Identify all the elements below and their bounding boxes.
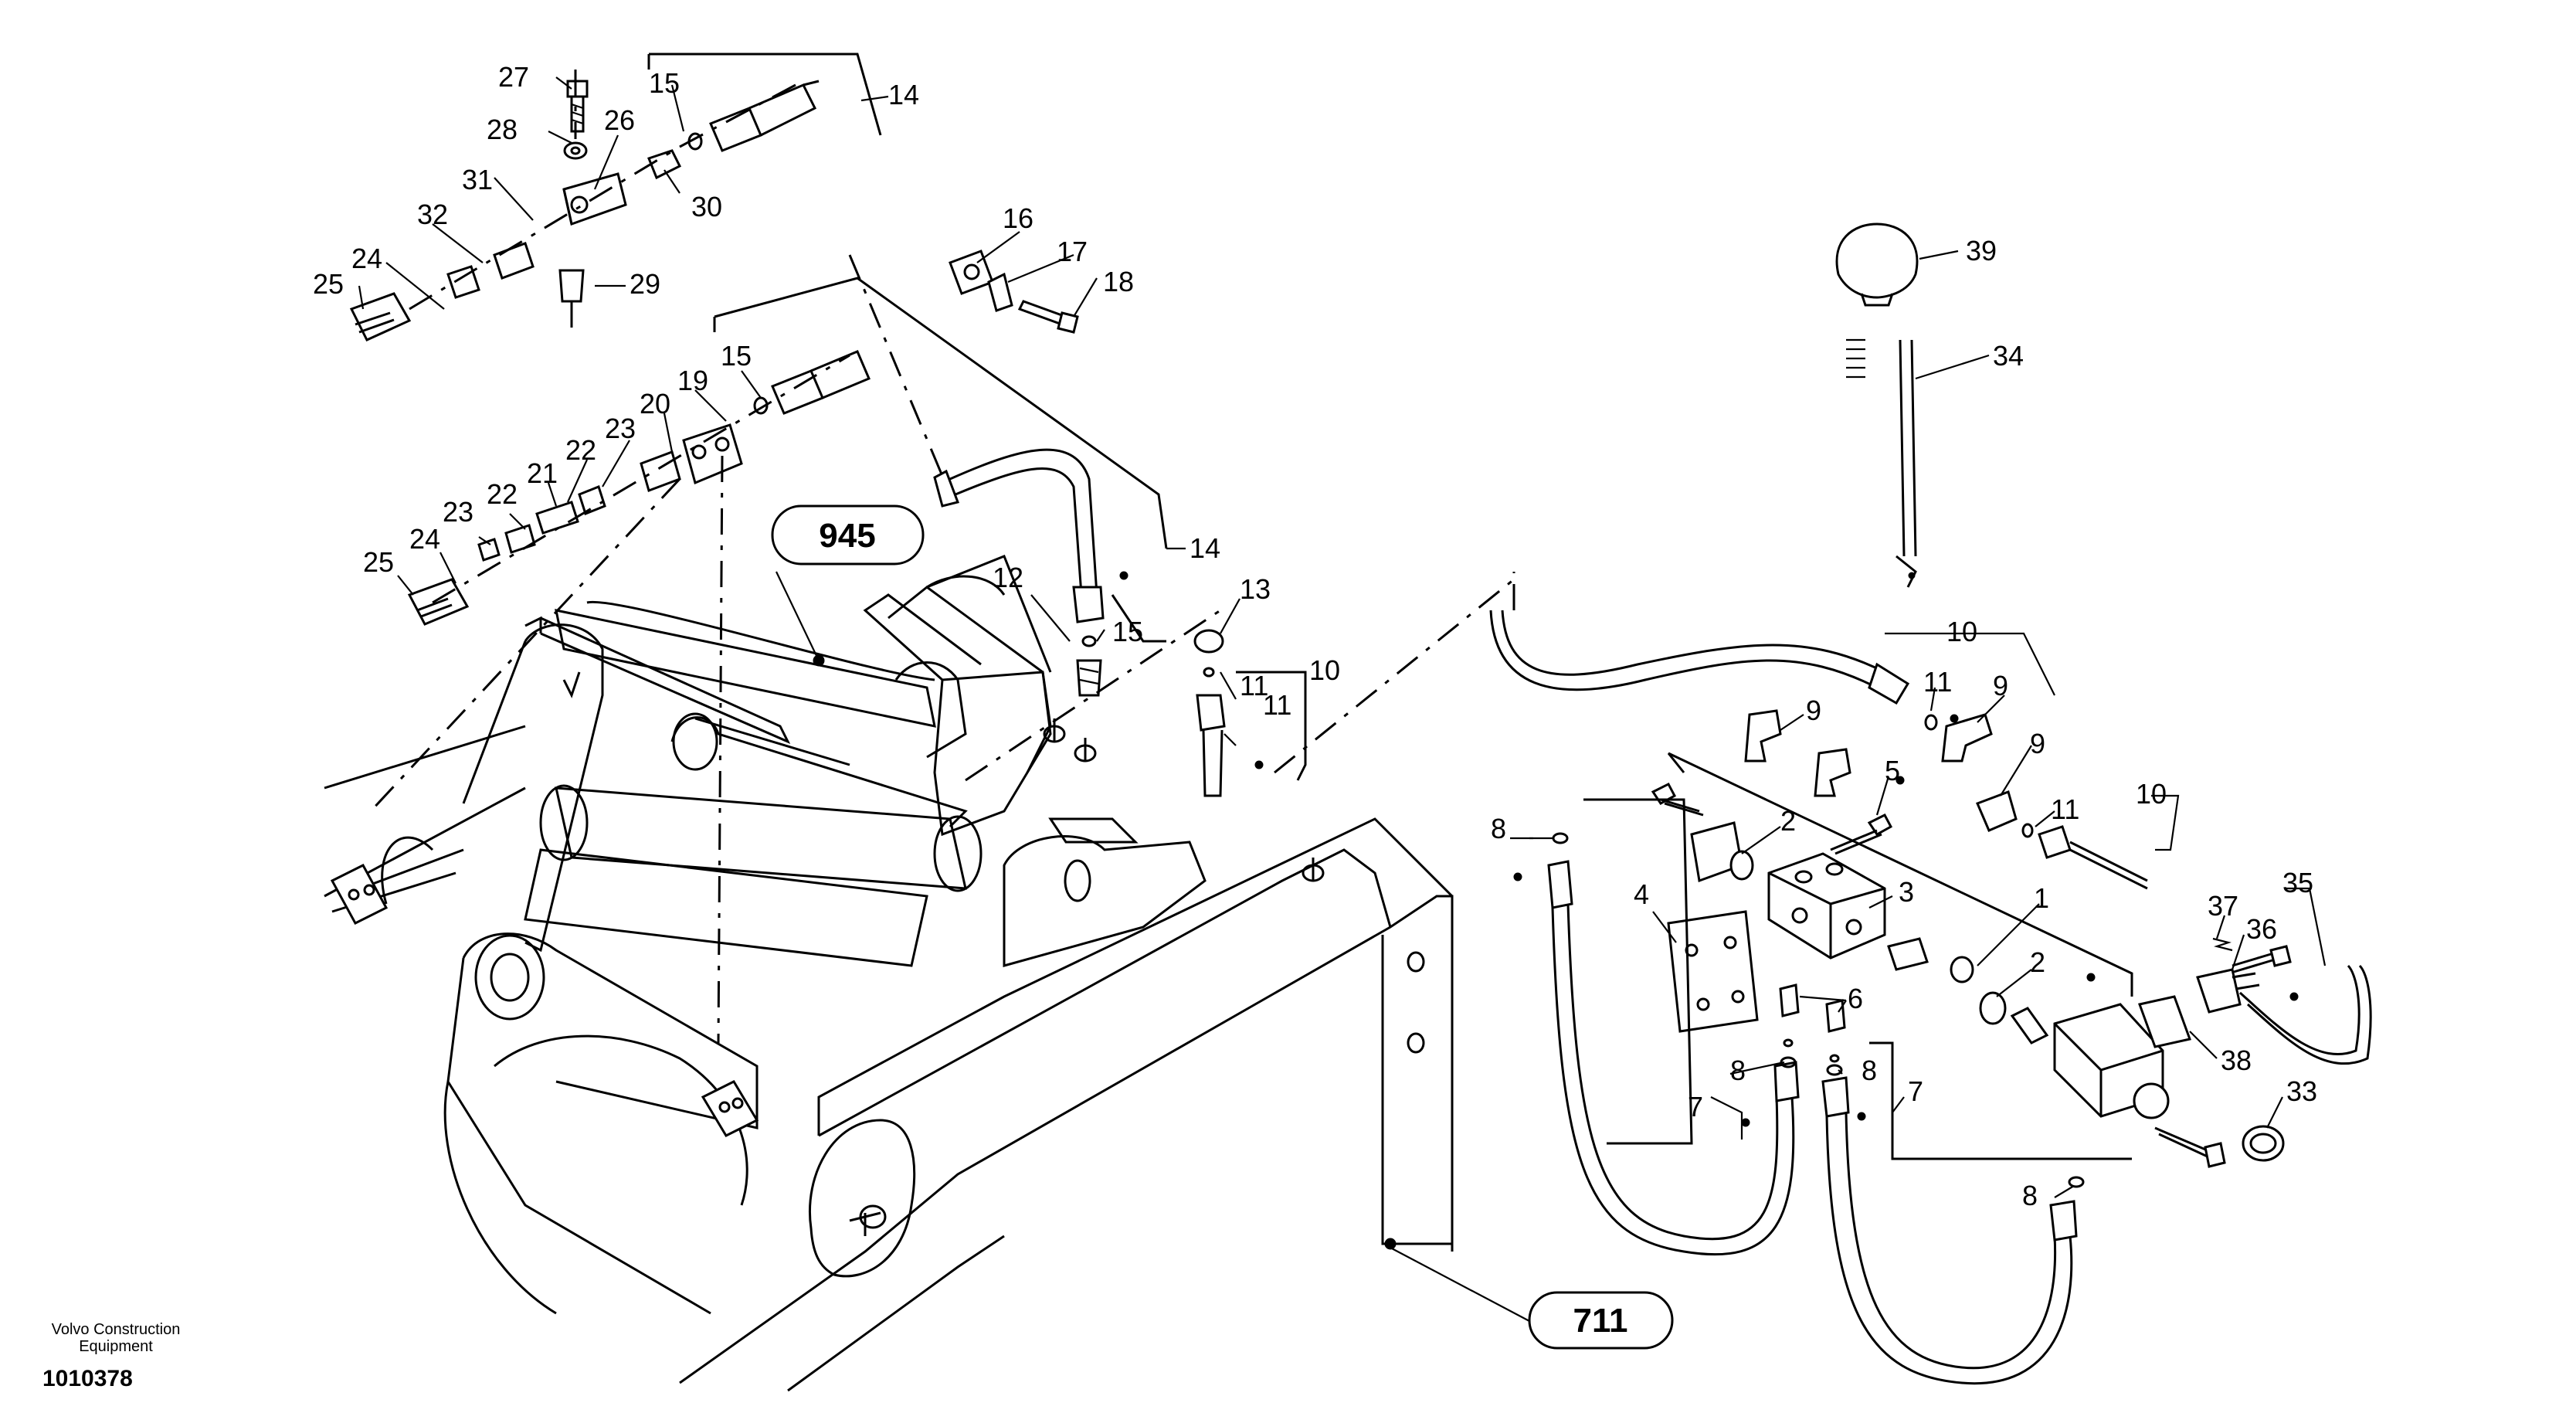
middle-fitting-assembly (369, 254, 1168, 1044)
callout-29: 29 (630, 268, 660, 300)
callout-5: 5 (1885, 755, 1900, 786)
callout-26: 26 (604, 104, 635, 136)
callout-9: 9 (1806, 695, 1821, 726)
figure-number: 1010378 (42, 1366, 133, 1391)
callout-34: 34 (1993, 340, 2024, 372)
callout-36: 36 (2246, 913, 2277, 945)
callout-16: 16 (1003, 202, 1033, 234)
reference-badge-945: 945 (771, 504, 925, 667)
callout-10: 10 (1309, 654, 1340, 686)
callout-6: 6 (1848, 983, 1863, 1014)
callout-23: 23 (443, 496, 473, 528)
callout-37: 37 (2208, 890, 2238, 922)
callout-33: 33 (2286, 1075, 2317, 1107)
callout-25: 25 (363, 546, 394, 578)
callout-9: 9 (2030, 728, 2045, 759)
callout-19: 19 (677, 365, 708, 396)
callout-8: 8 (2022, 1180, 2038, 1211)
reference-945-label: 945 (819, 517, 875, 555)
callout-23: 23 (605, 413, 636, 444)
callout-20: 20 (640, 388, 670, 419)
callout-11: 11 (1240, 670, 1268, 701)
callout-17: 17 (1057, 236, 1088, 267)
callout-13: 13 (1240, 573, 1271, 605)
callout-24: 24 (409, 523, 440, 555)
callout-14: 14 (888, 79, 919, 110)
company-name: Volvo Construction Equipment (23, 1321, 209, 1355)
callout-27: 27 (498, 61, 529, 93)
callout-7: 7 (1688, 1091, 1703, 1123)
company-name-line-2: Equipment (79, 1338, 153, 1355)
reference-badge-711: 711 (1384, 1238, 1674, 1350)
callout-15: 15 (1112, 616, 1143, 647)
callout-15: 15 (721, 340, 752, 372)
callout-3: 3 (1899, 876, 1914, 908)
callout-12: 12 (993, 562, 1023, 593)
callout-8: 8 (1730, 1055, 1746, 1086)
callout-4: 4 (1634, 878, 1649, 910)
callout-39: 39 (1966, 235, 1997, 267)
callout-7: 7 (1908, 1075, 1923, 1107)
callout-labels: 27 15 14 28 26 31 30 32 24 25 29 16 17 1… (313, 61, 2317, 1211)
callout-28: 28 (487, 114, 518, 145)
company-name-line-1: Volvo Construction (51, 1321, 181, 1338)
callout-10: 10 (2136, 778, 2167, 810)
callout-18: 18 (1103, 266, 1134, 297)
callout-2: 2 (1780, 805, 1796, 837)
leader-lines (358, 76, 2327, 1322)
callout-15: 15 (649, 67, 680, 99)
callout-25: 25 (313, 268, 344, 300)
callout-8: 8 (1862, 1055, 1877, 1086)
callout-9: 9 (1993, 670, 2008, 701)
reference-711-label: 711 (1573, 1302, 1628, 1340)
callout-30: 30 (691, 191, 722, 222)
callout-14: 14 (1190, 532, 1220, 564)
callout-11: 11 (1263, 689, 1291, 721)
valve-assembly (1489, 222, 2372, 1385)
loader-frame-drawing (324, 555, 1454, 1392)
clamp-parts-16-17-18 (949, 250, 1079, 334)
callout-11: 11 (2051, 793, 2079, 825)
callout-10: 10 (1946, 616, 1977, 647)
callout-24: 24 (351, 243, 382, 274)
callout-35: 35 (2282, 867, 2313, 898)
callout-8: 8 (1491, 813, 1506, 844)
callout-22: 22 (487, 478, 518, 510)
callout-22: 22 (565, 434, 596, 466)
hose-14-assembly (933, 448, 1515, 797)
callout-21: 21 (527, 457, 558, 489)
callout-31: 31 (462, 164, 493, 195)
callout-1: 1 (2034, 882, 2049, 914)
callout-2: 2 (2030, 946, 2045, 978)
upper-fitting-assembly (349, 53, 882, 341)
callout-11: 11 (1923, 666, 1952, 698)
callout-32: 32 (417, 199, 448, 230)
callout-38: 38 (2221, 1044, 2252, 1076)
